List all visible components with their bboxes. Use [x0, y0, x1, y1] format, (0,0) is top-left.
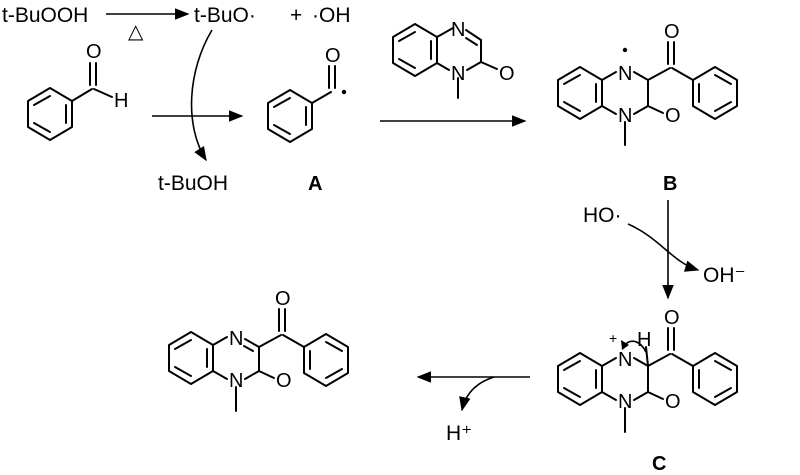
product-n1: N — [229, 370, 243, 392]
acyl-radical-A-structure: O — [267, 45, 347, 143]
tbuooh-text: t-BuOOH — [2, 4, 88, 27]
product-n4: N — [229, 328, 243, 350]
tbuo-radical-text: t-BuO· — [194, 4, 256, 27]
curved-arrow-hydroxyl — [627, 223, 700, 272]
B-n4: N — [618, 63, 632, 85]
benzaldehyde-structure: O H — [27, 41, 128, 141]
intermediate-B-structure: N N O O — [557, 21, 738, 146]
reagent-n1: N — [451, 63, 465, 85]
curved-arrow-proton — [459, 376, 495, 412]
B-lactam-oxygen: O — [665, 105, 681, 127]
hydroxide-text: OH⁻ — [703, 264, 746, 287]
proton-text: H⁺ — [446, 422, 472, 445]
C-plus-charge: + — [609, 330, 617, 346]
C-n4: N — [618, 349, 632, 371]
ho-radical-text: HO· — [583, 204, 622, 227]
benzaldehyde-hydrogen: H — [114, 90, 128, 112]
heat-symbol: △ — [128, 21, 144, 43]
label-A: A — [308, 173, 322, 195]
curved-arrow-tbuo — [190, 29, 213, 162]
reagent-n4: N — [451, 19, 465, 41]
oh-radical-text: ·OH — [312, 4, 351, 27]
C-n1: N — [618, 391, 632, 413]
label-B: B — [663, 173, 677, 195]
label-C: C — [652, 453, 666, 475]
C-lactam-oxygen: O — [665, 391, 681, 413]
quinoxalinone-reagent-structure: N N O — [392, 19, 515, 99]
product-ketone-oxygen: O — [275, 288, 291, 310]
B-ketone-oxygen: O — [664, 21, 680, 43]
reagent-oxygen: O — [499, 63, 515, 85]
C-ketone-oxygen: O — [664, 307, 680, 329]
C-hydrogen: H — [637, 329, 651, 351]
intermediate-C-structure: N + H N O O — [557, 307, 738, 433]
tbuoh-text: t-BuOH — [158, 172, 228, 195]
acyl-oxygen: O — [325, 45, 341, 67]
plus-sign: + — [290, 4, 302, 27]
benzaldehyde-oxygen: O — [86, 41, 102, 63]
product-structure: N N O O — [168, 288, 349, 412]
B-n1: N — [618, 105, 632, 127]
product-lactam-oxygen: O — [276, 370, 292, 392]
